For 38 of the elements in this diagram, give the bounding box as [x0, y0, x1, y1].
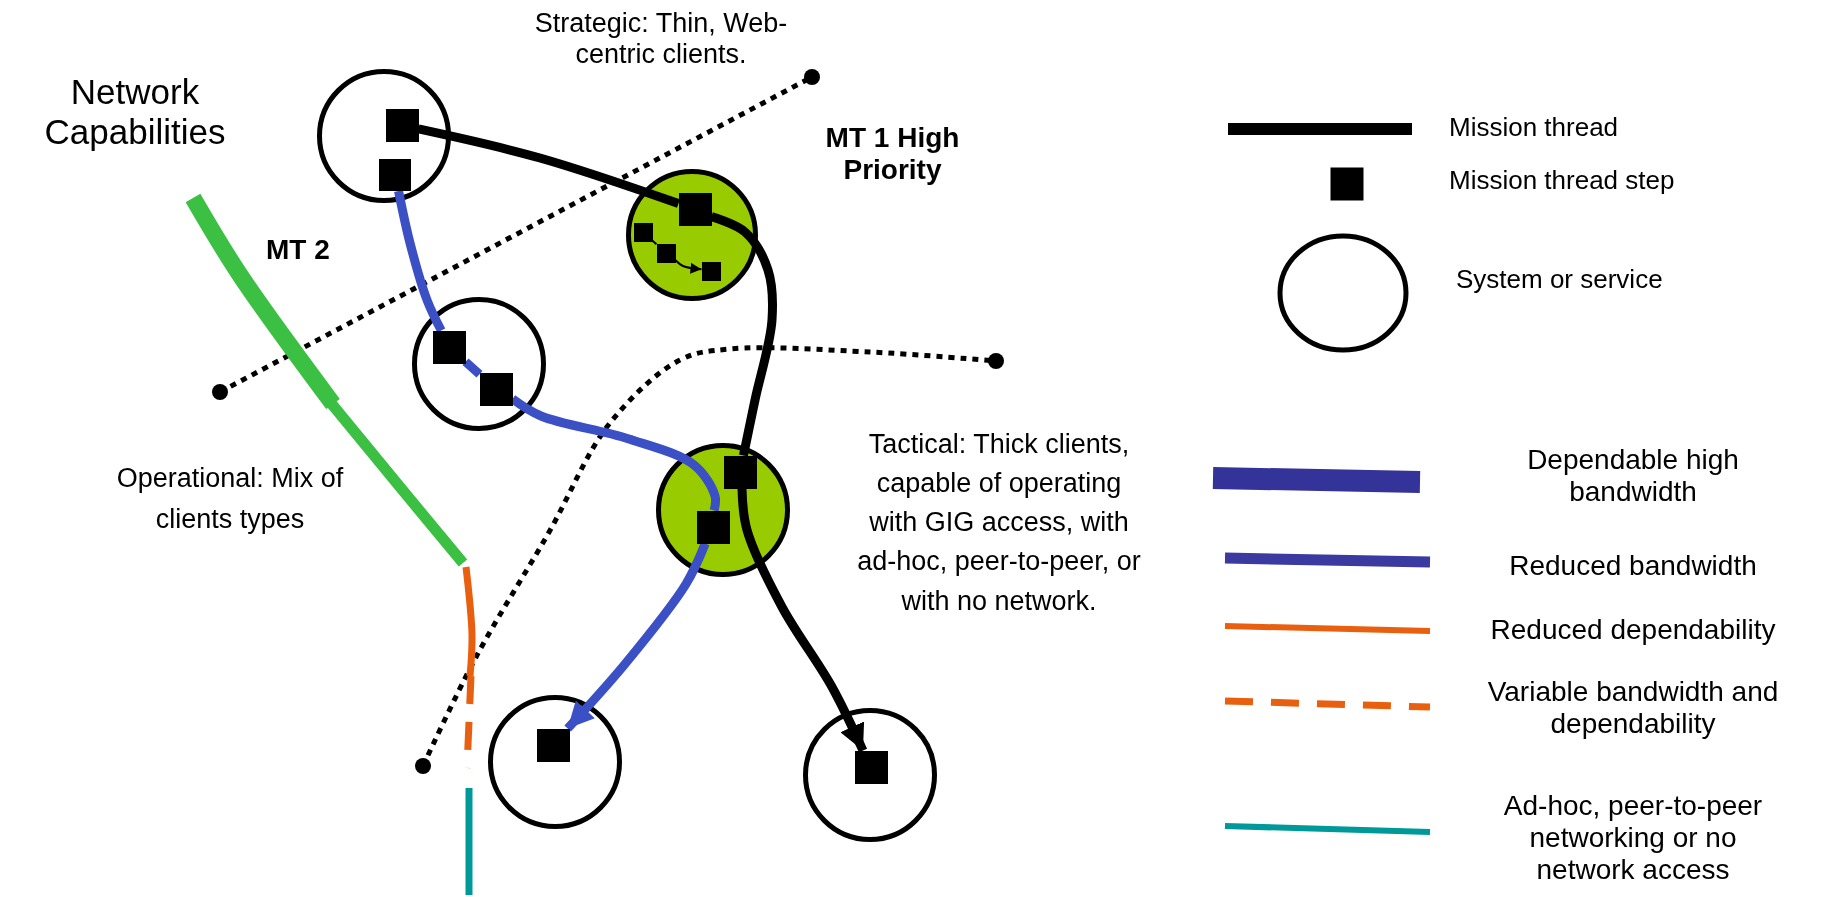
mission-thread-line — [651, 239, 658, 246]
boundary-label: Tactical: Thick clients, capable of operating with GIG access, with ad-hoc, peer-to-peer, or with no network. — [856, 428, 1142, 618]
system-circle — [317, 69, 451, 203]
mission-thread-arrow — [737, 488, 868, 753]
step-square — [379, 159, 411, 191]
step-square — [723, 455, 757, 489]
step-square — [656, 243, 676, 263]
legend-label: Mission thread — [1449, 113, 1620, 143]
mission-thread-line — [710, 212, 778, 457]
boundary-label: Strategic: Thin, Web-centric clients. — [533, 8, 789, 71]
legend-label: Reduced dependability — [1489, 614, 1777, 647]
mission-thread-arrow — [564, 541, 710, 732]
thread-label: MT 1 High Priority — [824, 122, 961, 187]
step-square — [678, 192, 712, 226]
step-square — [536, 728, 570, 762]
step-square — [479, 372, 513, 406]
legend-label: Dependable high bandwidth — [1526, 444, 1740, 509]
mission-thread-line — [394, 190, 446, 333]
legend-label: Mission thread step — [1449, 166, 1676, 196]
mission-thread-arrow — [674, 259, 703, 274]
legend-label: System or service — [1456, 265, 1664, 295]
section-title: Network Capabilities — [43, 72, 227, 153]
step-square — [385, 108, 419, 142]
mission-thread-line — [462, 358, 483, 378]
system-circle — [412, 297, 546, 431]
step-square — [696, 510, 730, 544]
legend-label: Reduced bandwidth — [1508, 550, 1758, 583]
legend-label: Ad-hoc, peer-to-peer networking or no network access — [1502, 790, 1764, 887]
system-circle — [803, 708, 937, 842]
boundary-label: Operational: Mix of clients types — [115, 462, 345, 536]
step-square — [432, 330, 466, 364]
step-square — [854, 750, 888, 784]
step-square — [701, 261, 721, 281]
step-square — [633, 222, 653, 242]
system-circle — [488, 695, 622, 829]
mission-thread-line — [417, 124, 680, 208]
thread-label: MT 2 — [266, 234, 331, 267]
legend-label: Variable bandwidth and dependability — [1486, 676, 1780, 741]
